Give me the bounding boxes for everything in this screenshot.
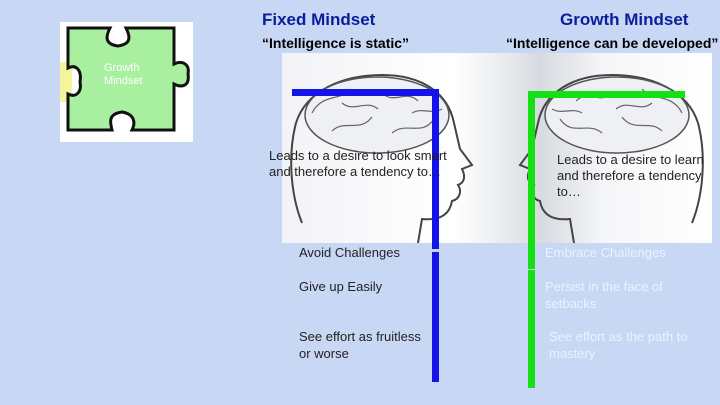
fixed-mindset-title: Fixed Mindset <box>262 10 376 29</box>
puzzle-piece-icon <box>60 22 193 142</box>
growth-item-persist: Persist in the face of setbacks <box>545 279 663 311</box>
fixed-item-see-effort-fruitless: See effort as fruitless or worse <box>299 329 421 361</box>
fixed-leads-text: Leads to a desire to look smart and ther… <box>269 148 447 179</box>
fixed-vertical-bar-lower <box>432 252 439 382</box>
fixed-vertical-bar-upper <box>432 89 439 249</box>
growth-leads-text: Leads to a desire to learn and therefore… <box>557 152 704 199</box>
puzzle-image: Growth Mindset <box>60 22 193 142</box>
fixed-mindset-quote: “Intelligence is static” <box>262 35 410 51</box>
fixed-top-bar <box>292 89 439 96</box>
puzzle-label: Growth Mindset <box>104 62 143 87</box>
fixed-item-avoid-challenges: Avoid Challenges <box>299 245 400 260</box>
growth-vertical-bar-lower <box>528 270 535 388</box>
growth-item-embrace-challenges: Embrace Challenges <box>545 245 666 260</box>
fixed-item-give-up-easily: Give up Easily <box>299 279 383 294</box>
growth-vertical-bar-upper <box>528 91 535 269</box>
growth-mindset-title: Growth Mindset <box>560 10 689 29</box>
growth-mindset-quote: “Intelligence can be developed” <box>506 35 719 51</box>
growth-item-effort-path: See effort as the path to mastery <box>549 329 688 361</box>
growth-top-bar <box>528 91 685 98</box>
